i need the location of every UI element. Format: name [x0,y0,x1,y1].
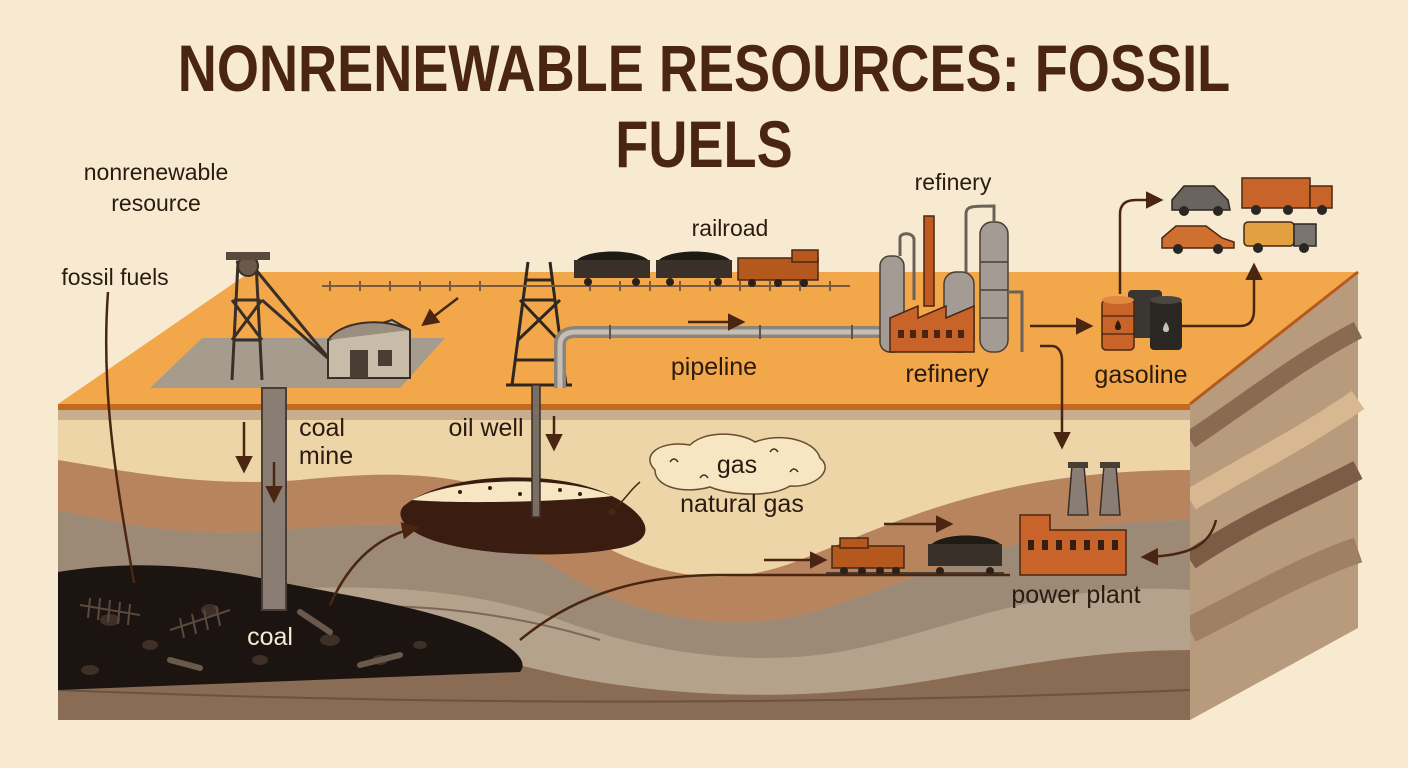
label-nonrenewable: nonrenewable [84,159,229,185]
coal-seam [58,565,523,690]
label-coal-mine-2: mine [299,442,353,470]
label-fossil-fuels: fossil fuels [61,264,168,290]
label-railroad: railroad [692,215,769,241]
coal-train-icon [826,535,1004,575]
label-resource: resource [111,190,200,216]
pipeline [554,325,882,388]
vehicles-icon [1161,177,1333,254]
label-pipeline: pipeline [671,353,757,381]
label-gasoline: gasoline [1094,361,1187,389]
label-refinery-top: refinery [915,169,992,195]
gasoline-barrels-icon [1101,290,1182,351]
label-coal-mine-1: coal [299,414,345,442]
flow-arrows [104,191,1263,641]
fossil-skeleton-icon [79,597,231,639]
label-gas: gas [717,451,757,479]
refinery [879,204,1024,353]
page-title: NONRENEWABLE RESOURCES: FOSSIL FUELS [177,31,1231,181]
bone-icon [167,609,403,671]
label-refinery-bottom: refinery [905,360,989,388]
coal-train-icon [574,249,819,287]
power-plant [1019,462,1127,576]
label-natural-gas: natural gas [680,490,804,518]
oil-gas-reservoir [400,433,826,555]
label-coal: coal [247,623,293,651]
diagram-labels: nonrenewable resource fossil fuels railr… [61,159,1187,651]
railroad-track [322,281,850,291]
label-oil-well: oil well [448,414,523,442]
label-power-plant: power plant [1011,581,1140,609]
coal-mine [150,252,445,611]
